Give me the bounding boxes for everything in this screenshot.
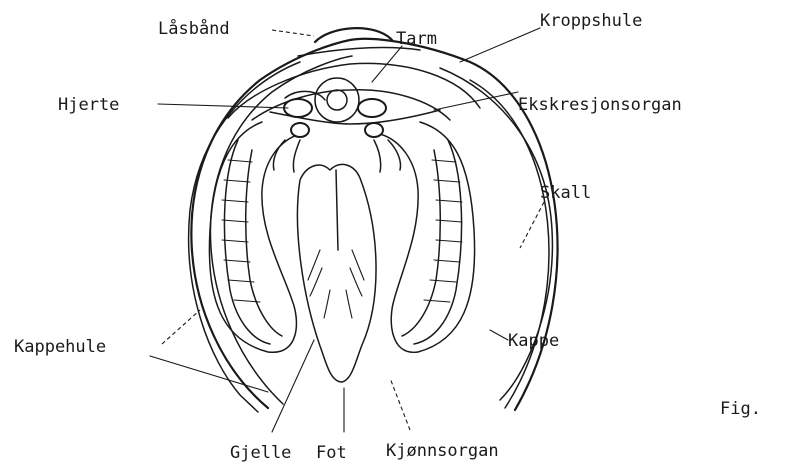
visceral-mass	[228, 63, 480, 120]
leader-mantle-cavity-2	[150, 356, 268, 392]
label-figure: Fig.	[720, 399, 761, 419]
labels: Låsbånd Tarm Kroppshule Hjerte Ekskresjo…	[14, 11, 761, 463]
leader-shell	[520, 202, 544, 248]
leader-mantle	[490, 330, 508, 340]
label-mantle: Kappe	[508, 331, 559, 351]
leader-body-cavity	[460, 28, 540, 62]
leader-mantle-cavity	[162, 310, 200, 344]
label-excretory-organ: Ekskresjonsorgan	[518, 95, 682, 115]
leader-gill	[272, 340, 314, 432]
right-gill-shape	[365, 122, 475, 352]
label-intestine: Tarm	[396, 29, 437, 49]
label-heart: Hjerte	[58, 95, 119, 115]
label-ligament: Låsbånd	[158, 18, 230, 39]
leader-gonad	[390, 378, 410, 430]
heart-shape	[270, 91, 440, 124]
leader-lines	[150, 28, 544, 432]
leader-ligament	[272, 30, 314, 36]
label-gill: Gjelle	[230, 443, 291, 463]
label-body-cavity: Kroppshule	[540, 11, 642, 31]
right-gill-lamellae	[424, 160, 462, 302]
label-gonad: Kjønnsorgan	[386, 441, 499, 461]
leader-heart	[158, 104, 288, 108]
intestine-shape	[315, 78, 359, 122]
label-mantle-cavity: Kappehule	[14, 337, 106, 357]
label-foot: Fot	[316, 443, 347, 463]
label-shell: Skall	[540, 183, 591, 203]
leader-excretory	[434, 92, 518, 110]
